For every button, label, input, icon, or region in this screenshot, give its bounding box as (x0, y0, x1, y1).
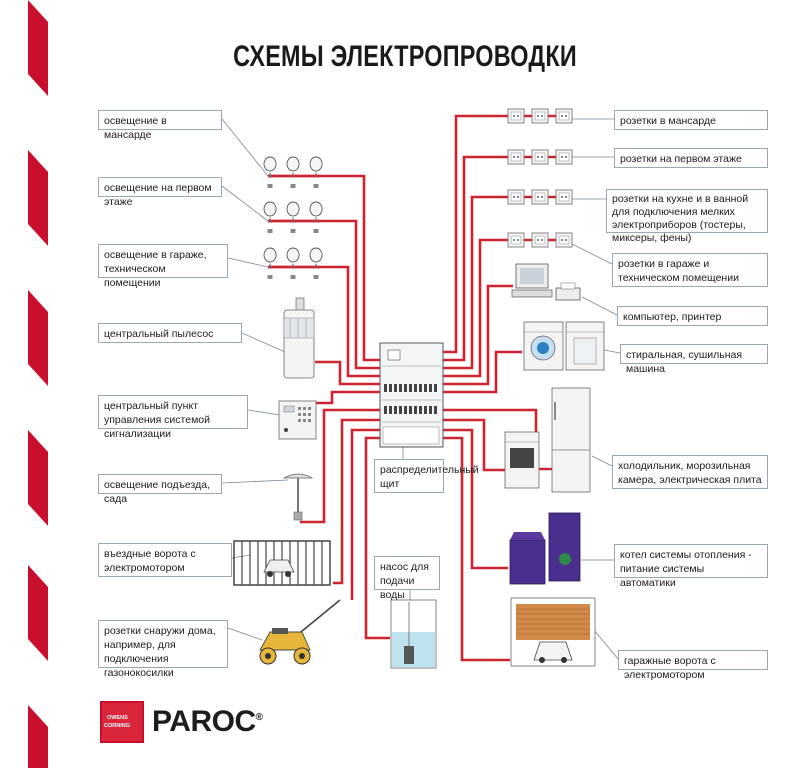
porch-lamp-icon (282, 473, 314, 521)
garage-door-icon (510, 597, 596, 667)
label-porch-light: освещение подъезда, сада (98, 474, 222, 505)
paroc-wordmark: PAROC (152, 705, 256, 738)
socket-icon (507, 232, 525, 248)
owens-corning-logo: OWENS CORNING (100, 701, 144, 743)
wire-alarm (316, 390, 382, 405)
socket-icon (531, 108, 549, 124)
bulb-icon (309, 201, 323, 234)
corning-text: CORNING (104, 723, 130, 729)
washing-machine-icon (523, 321, 564, 371)
wire-computer (442, 284, 513, 386)
wire-boiler (442, 428, 508, 570)
edge-chevron (28, 290, 48, 386)
edge-chevron (28, 430, 48, 526)
label-attic-sockets: розетки в мансарде (614, 110, 768, 130)
label-garage-sockets: розетки в гараже и техническом помещении (612, 253, 768, 287)
wire-ff-sockets (442, 155, 507, 362)
socket-icon (507, 108, 525, 124)
printer-icon (555, 282, 581, 301)
label-pump: насос для подачи воды (374, 556, 440, 601)
first-floor-socket-row (507, 149, 573, 165)
label-boiler: котел системы отопления - питание систем… (614, 544, 768, 589)
stove-icon (504, 431, 540, 489)
wire-garage-sockets (442, 238, 507, 378)
label-vacuum: центральный пылесос (98, 323, 242, 343)
edge-chevron (28, 0, 48, 96)
fridge-icon (551, 387, 591, 493)
label-panel: распределительный щит (374, 459, 479, 493)
label-fridge: холодильник, морозильная камера, электри… (612, 455, 768, 489)
owens-text: OWENS (107, 715, 128, 721)
attic-light-bulbs (263, 156, 323, 189)
label-garage-light: освещение в гараже, техническом помещени… (98, 244, 228, 289)
socket-icon (555, 189, 573, 205)
wire-kitchen-sockets (442, 195, 507, 370)
socket-icon (531, 189, 549, 205)
socket-icon (531, 232, 549, 248)
socket-icon (507, 189, 525, 205)
bulb-icon (263, 156, 277, 189)
socket-icon (555, 149, 573, 165)
dryer-icon (565, 321, 605, 371)
bulb-icon (286, 201, 300, 234)
socket-icon (507, 149, 525, 165)
bulb-icon (263, 247, 277, 280)
wire-attic-sockets (442, 114, 507, 354)
lawnmower-icon (259, 599, 341, 665)
label-kitchen-sockets: розетки на кухне и в ванной для подключе… (606, 189, 768, 244)
label-computer: компьютер, принтер (617, 306, 768, 326)
wire-stove (442, 418, 505, 472)
bulb-icon (286, 156, 300, 189)
label-first-floor-light: освещение на первом этаже (98, 177, 222, 208)
label-washer: стиральная, сушильная машина (620, 344, 768, 375)
distribution-panel-icon (379, 342, 444, 448)
wire-washer (442, 350, 522, 394)
gate-icon (233, 540, 331, 586)
computer-icon (511, 263, 553, 298)
bulb-icon (286, 247, 300, 280)
pump-well-icon (390, 599, 437, 669)
garage-socket-row (507, 232, 573, 248)
edge-chevron (28, 150, 48, 246)
socket-icon (555, 232, 573, 248)
socket-icon (555, 108, 573, 124)
vacuum-icon (283, 297, 315, 379)
label-first-floor-sockets: розетки на первом этаже (614, 148, 768, 168)
label-garage-door: гаражные ворота с электромотором (618, 650, 768, 681)
wire-porch (300, 408, 382, 524)
bulb-icon (309, 156, 323, 189)
wire-vacuum (315, 360, 382, 386)
label-alarm: центральный пункт управления системой си… (98, 395, 248, 440)
paroc-logo: PAROC® (152, 705, 263, 739)
wire-pump (364, 436, 390, 640)
socket-icon (531, 149, 549, 165)
wire-garage-door (442, 436, 510, 662)
edge-chevron (28, 705, 48, 768)
label-gates: въездные ворота с электромотором (98, 543, 232, 577)
garage-light-bulbs (263, 247, 323, 280)
alarm-panel-icon (278, 400, 317, 440)
bulb-icon (309, 247, 323, 280)
attic-socket-row (507, 108, 573, 124)
label-attic-light: освещение в мансарде (98, 110, 222, 141)
registered-mark: ® (255, 712, 263, 723)
boiler-icon (509, 512, 581, 585)
label-outdoor-sockets: розетки снаружи дома, например, для подк… (98, 620, 228, 679)
kitchen-socket-row (507, 189, 573, 205)
bulb-icon (263, 201, 277, 234)
edge-chevron (28, 565, 48, 661)
first-floor-light-bulbs (263, 201, 323, 234)
wire-gates (333, 418, 382, 585)
page-title: СХЕМЫ ЭЛЕКТРОПРОВОДКИ (233, 40, 577, 73)
leader-lines (221, 118, 621, 660)
wire-mower (350, 428, 382, 600)
